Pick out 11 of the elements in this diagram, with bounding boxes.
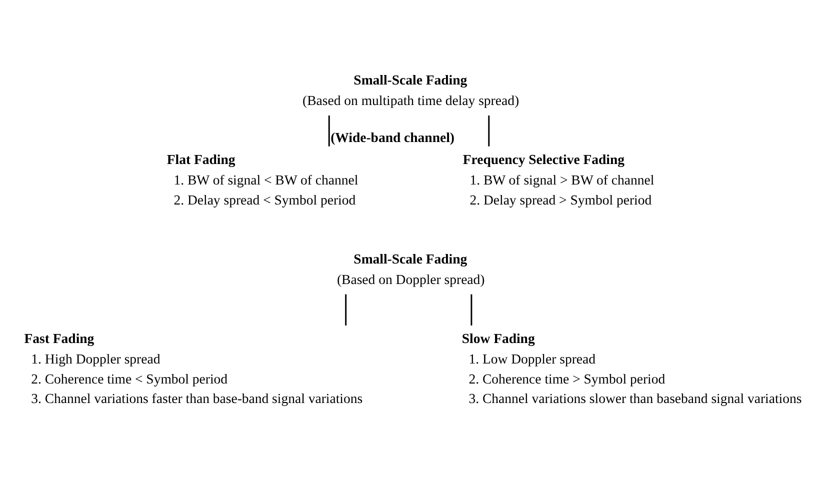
node-text: Slow Fading 1. Low Doppler spread 2. Coherence time > Symbol period 3. Channel variations slower than baseband signal variations [462,330,802,406]
connector [345,294,347,326]
connector [328,115,330,146]
node-text: Small-Scale Fading (Based on multipath time delay spread) [302,72,520,108]
node-label: (Wide-band channel) [330,130,454,145]
connector [488,115,490,146]
connector [470,294,472,326]
node-text: Flat Fading 1. BW of signal < BW of channel 2. Delay spread < Symbol period [166,152,358,208]
node-text: Frequency Selective Fading 1. BW of signal > BW of channel 2. Delay spread > Symbol period [462,152,654,208]
node-text: Small-Scale Fading (Based on Doppler spread) [336,251,485,287]
node-text: Fast Fading 1. High Doppler spread 2. Coherence time < Symbol period 3. Channel variations faster than base-band signal variations [24,330,363,406]
